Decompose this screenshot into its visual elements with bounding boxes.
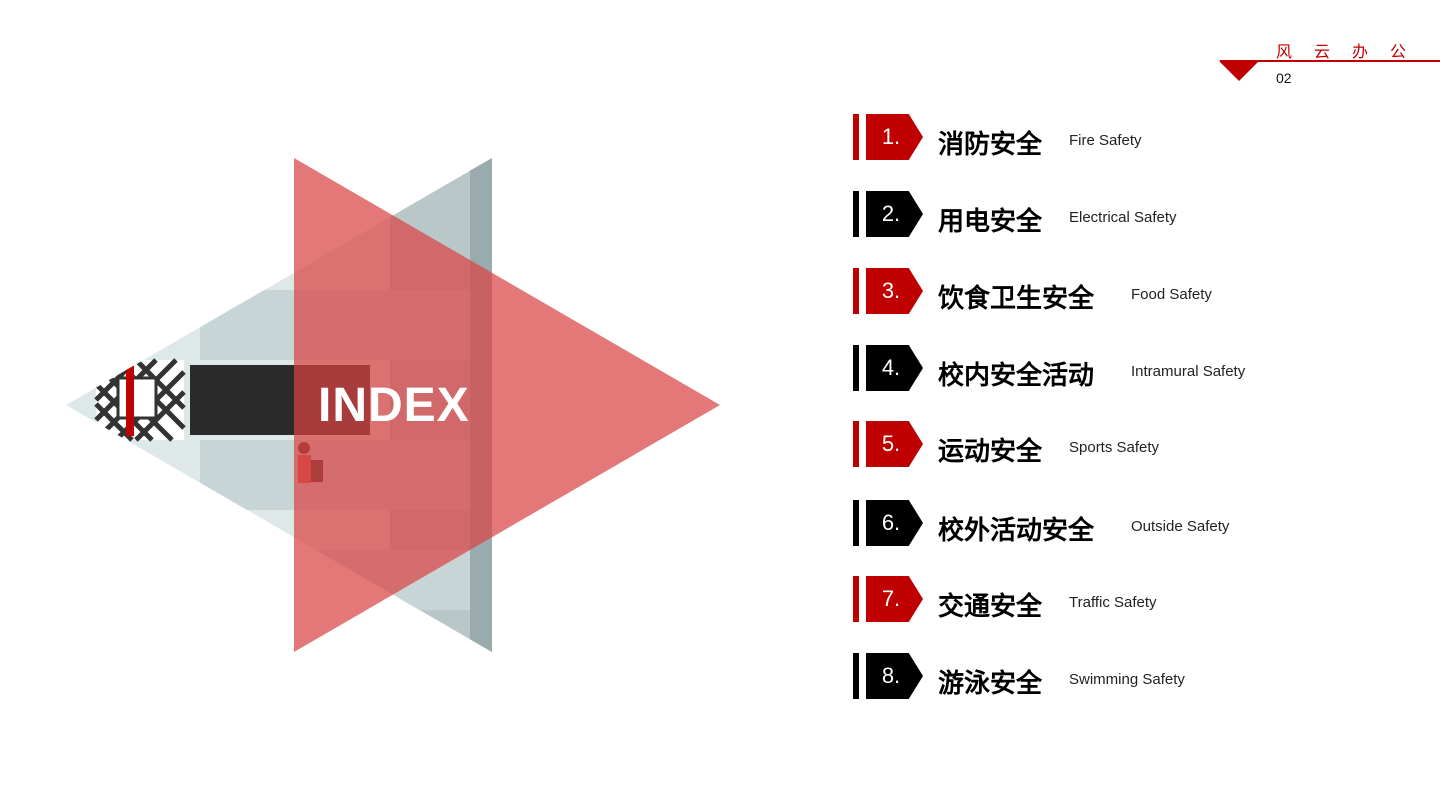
menu-title-cn: 校外活动安全 [938,516,1095,546]
menu-marker-bar [853,345,859,391]
menu-title-en: Fire Safety [1069,132,1142,149]
menu-number: 7. [881,586,901,611]
menu-title-cn: 游泳安全 [938,669,1043,699]
menu-title-cn: 用电安全 [938,207,1043,237]
menu-number: 4. [881,355,901,380]
menu-marker-bar [853,114,859,160]
brand-triangle-icon [1219,61,1259,81]
menu-title-cn: 消防安全 [938,130,1043,160]
menu-item-sports-safety[interactable]: 5. 运动安全 Sports Safety [853,421,1313,467]
page-number: 02 [1276,70,1292,86]
index-graphic [66,158,720,652]
menu-number-badge [866,576,923,622]
menu-number: 8. [881,663,901,688]
menu-title-cn: 运动安全 [938,437,1043,467]
menu-item-outside-safety[interactable]: 6. 校外活动安全 Outside Safety [853,500,1313,546]
brand-divider [1220,60,1440,62]
menu-title-en: Sports Safety [1069,439,1160,456]
menu-item-traffic-safety[interactable]: 7. 交通安全 Traffic Safety [853,576,1313,622]
menu-item-swimming-safety[interactable]: 8. 游泳安全 Swimming Safety [853,653,1313,699]
menu-marker-bar [853,653,859,699]
menu-item-fire-safety[interactable]: 1. 消防安全 Fire Safety [853,114,1313,160]
menu-title-en: Outside Safety [1131,518,1230,535]
menu-item-intramural-safety[interactable]: 4. 校内安全活动 Intramural Safety [853,345,1313,391]
menu-title-en: Swimming Safety [1069,671,1185,688]
menu-title-en: Traffic Safety [1069,594,1157,611]
brand-title: 风云办公 [1276,42,1429,61]
menu-title-en: Electrical Safety [1069,209,1177,226]
menu-title-en: Food Safety [1131,286,1212,303]
menu-marker-bar [853,268,859,314]
menu-number-badge [866,653,923,699]
menu-title-cn: 饮食卫生安全 [938,284,1095,314]
menu-item-food-safety[interactable]: 3. 饮食卫生安全 Food Safety [853,268,1313,314]
index-title: INDEX [318,379,470,432]
menu-number: 1. [881,124,901,149]
menu-number: 3. [881,278,901,303]
menu-number-badge [866,191,923,237]
menu-title-en: Intramural Safety [1131,363,1246,380]
menu-marker-bar [853,191,859,237]
menu-number: 5. [881,431,901,456]
menu-marker-bar [853,500,859,546]
menu-title-cn: 交通安全 [938,592,1043,622]
menu-title-cn: 校内安全活动 [938,361,1095,391]
menu-number: 6. [881,510,901,535]
menu-marker-bar [853,576,859,622]
menu-number: 2. [881,201,901,226]
red-overlay-triangle [294,158,720,652]
menu-item-electrical-safety[interactable]: 2. 用电安全 Electrical Safety [853,191,1313,237]
menu-marker-bar [853,421,859,467]
